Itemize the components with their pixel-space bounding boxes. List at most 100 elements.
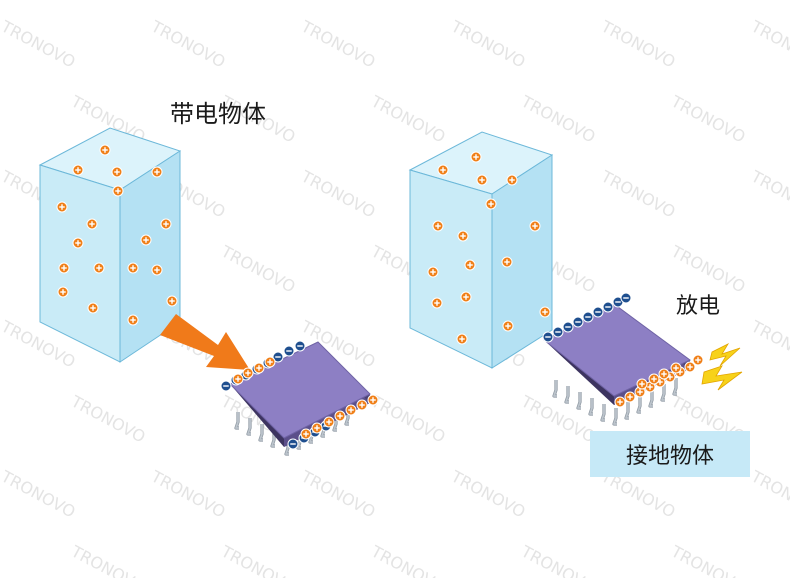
positive-charge-icon bbox=[670, 362, 682, 374]
watermark-text: TRONOVO bbox=[297, 166, 378, 221]
discharge-spark-icon bbox=[701, 343, 743, 391]
positive-charge-icon bbox=[529, 220, 541, 232]
chip-pin bbox=[246, 418, 252, 436]
chip-top bbox=[543, 303, 691, 397]
watermark-text: TRONOVO bbox=[67, 391, 148, 446]
positive-charge-icon bbox=[300, 428, 312, 440]
chip-pin bbox=[552, 380, 558, 398]
watermark-text: TRONOVO bbox=[597, 16, 678, 71]
grounded-block-front bbox=[409, 169, 493, 369]
watermark-text: TRONOVO bbox=[517, 91, 598, 146]
negative-charge-icon bbox=[552, 326, 564, 338]
positive-charge-icon bbox=[127, 314, 139, 326]
positive-charge-icon bbox=[485, 198, 497, 210]
positive-charge-icon bbox=[501, 256, 513, 268]
grounded-block-side bbox=[491, 154, 553, 369]
positive-charge-icon bbox=[166, 295, 178, 307]
watermark-text: TRONOVO bbox=[747, 166, 790, 221]
watermark-text: TRONOVO bbox=[367, 91, 448, 146]
positive-charge-icon bbox=[264, 356, 276, 368]
watermark-text: TRONOVO bbox=[67, 541, 148, 578]
watermark-text: TRONOVO bbox=[147, 16, 228, 71]
positive-charge-icon bbox=[437, 164, 449, 176]
positive-charge-icon bbox=[636, 378, 648, 390]
watermark-text: TRONOVO bbox=[667, 91, 748, 146]
negative-charge-icon bbox=[562, 321, 574, 333]
positive-charge-icon bbox=[624, 391, 636, 403]
watermark-text: TRONOVO bbox=[147, 466, 228, 521]
positive-charge-icon bbox=[664, 371, 676, 383]
negative-charge-icon bbox=[620, 292, 632, 304]
chip-pin bbox=[576, 392, 582, 410]
watermark-text: TRONOVO bbox=[297, 16, 378, 71]
positive-charge-icon bbox=[658, 368, 670, 380]
charge-transfer-arrow bbox=[160, 314, 250, 370]
positive-charge-icon bbox=[140, 234, 152, 246]
negative-charge-icon bbox=[602, 301, 614, 313]
positive-charge-icon bbox=[476, 174, 488, 186]
positive-charge-icon bbox=[470, 151, 482, 163]
chip-pin bbox=[660, 384, 666, 402]
positive-charge-icon bbox=[356, 399, 368, 411]
grounded-object-label: 接地物体 bbox=[590, 431, 750, 477]
watermark-text: TRONOVO bbox=[517, 541, 598, 578]
positive-charge-icon bbox=[112, 185, 124, 197]
negative-charge-icon bbox=[592, 306, 604, 318]
watermark-text: TRONOVO bbox=[367, 391, 448, 446]
negative-charge-icon bbox=[287, 438, 299, 450]
charged-object-block bbox=[38, 127, 182, 363]
negative-charge-icon bbox=[294, 340, 306, 352]
watermark-text: TRONOVO bbox=[447, 466, 528, 521]
positive-charge-icon bbox=[58, 262, 70, 274]
charged-block-front bbox=[39, 164, 121, 363]
negative-charge-icon bbox=[542, 331, 554, 343]
watermark-text: TRONOVO bbox=[747, 16, 790, 71]
positive-charge-icon bbox=[692, 354, 704, 366]
positive-charge-icon bbox=[323, 416, 335, 428]
positive-charge-icon bbox=[634, 386, 646, 398]
discharge-label: 放电 bbox=[676, 294, 721, 319]
positive-charge-icon bbox=[99, 144, 111, 156]
positive-charge-icon bbox=[93, 262, 105, 274]
positive-charge-icon bbox=[539, 306, 551, 318]
positive-charge-icon bbox=[151, 166, 163, 178]
watermark-text: TRONOVO bbox=[447, 16, 528, 71]
negative-charge-icon bbox=[272, 351, 284, 363]
negative-charge-icon bbox=[582, 311, 594, 323]
chip-pin bbox=[564, 386, 570, 404]
positive-charge-icon bbox=[232, 373, 244, 385]
positive-charge-icon bbox=[253, 362, 265, 374]
right-chip-negative-charges bbox=[542, 292, 632, 343]
watermark-text: TRONOVO bbox=[747, 316, 790, 371]
positive-charge-icon bbox=[648, 373, 660, 385]
positive-charge-icon bbox=[311, 422, 323, 434]
positive-charge-icon bbox=[367, 394, 379, 406]
positive-charge-icon bbox=[456, 333, 468, 345]
grounded-object-block bbox=[408, 131, 554, 369]
positive-charge-icon bbox=[151, 264, 163, 276]
negative-charge-icon bbox=[283, 345, 295, 357]
chip-pin bbox=[672, 378, 678, 396]
positive-charge-icon bbox=[111, 166, 123, 178]
positive-charge-icon bbox=[57, 286, 69, 298]
negative-charge-icon bbox=[612, 296, 624, 308]
chip-pin bbox=[234, 412, 240, 430]
chip-pin bbox=[636, 396, 642, 414]
watermark-text: TRONOVO bbox=[0, 466, 79, 521]
watermark-text: TRONOVO bbox=[517, 391, 598, 446]
chip-pin bbox=[600, 404, 606, 422]
positive-charge-icon bbox=[506, 174, 518, 186]
positive-charge-icon bbox=[464, 259, 476, 271]
chip-pin bbox=[588, 398, 594, 416]
positive-charge-icon bbox=[457, 230, 469, 242]
positive-charge-icon bbox=[334, 410, 346, 422]
positive-charge-icon bbox=[242, 367, 254, 379]
positive-charge-icon bbox=[56, 201, 68, 213]
positive-charge-icon bbox=[160, 218, 172, 230]
watermark-text: TRONOVO bbox=[0, 16, 79, 71]
positive-charge-icon bbox=[87, 302, 99, 314]
positive-charge-icon bbox=[72, 164, 84, 176]
positive-charge-icon bbox=[614, 396, 626, 408]
watermark-text: TRONOVO bbox=[747, 466, 790, 521]
